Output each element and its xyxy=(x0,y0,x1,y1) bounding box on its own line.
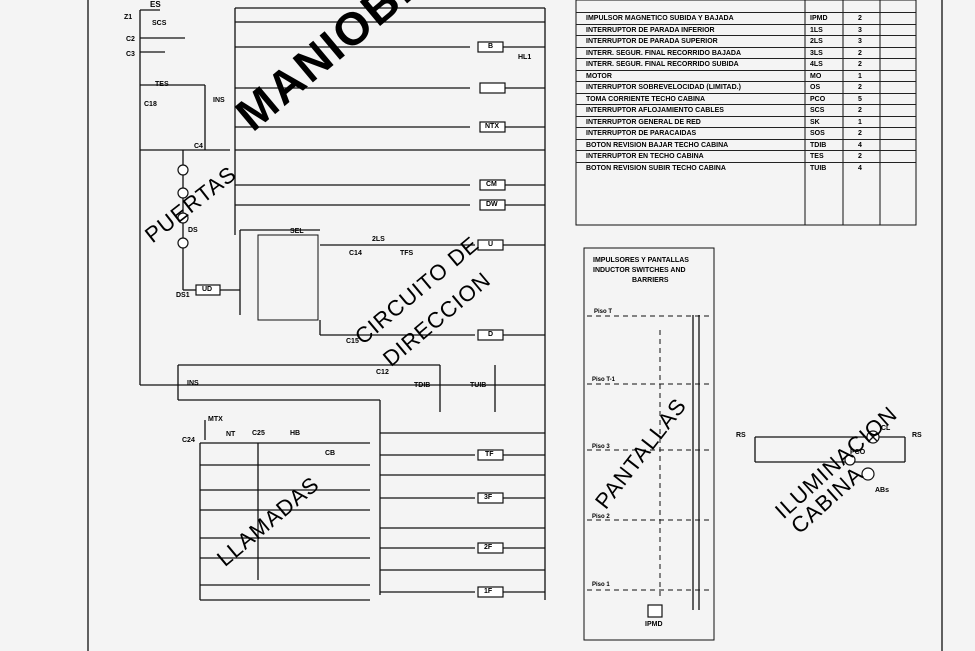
illumination-circuit xyxy=(754,430,906,481)
components-table xyxy=(575,0,917,226)
calls-circuit xyxy=(177,364,546,601)
left-control-circuit xyxy=(139,7,546,386)
impulsores-box xyxy=(583,247,715,641)
